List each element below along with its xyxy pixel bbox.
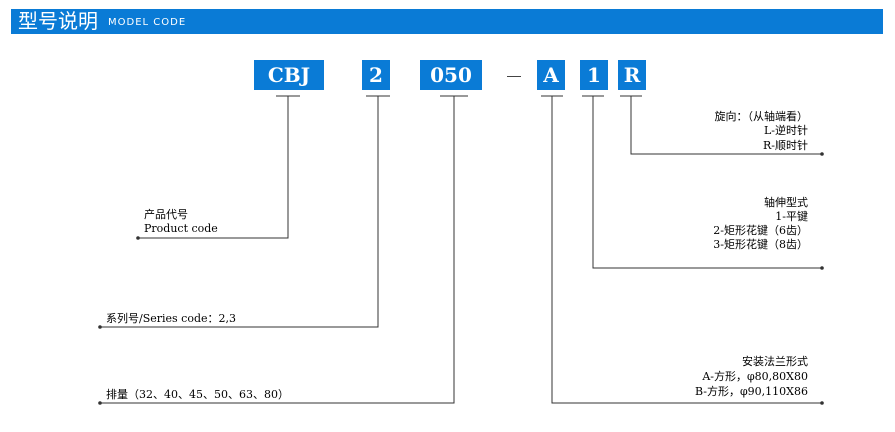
dot-flange [820,401,824,405]
label-rotation-l: L-逆时针 [763,124,808,137]
label-product-code-en: Product code [144,222,218,235]
header-title-en: MODEL CODE [108,17,187,28]
code-box-displacement: 050 [420,60,482,90]
label-rotation-title: 旋向：（从轴端看） [714,110,809,123]
leader-shaft [592,96,822,269]
dot-shaft [820,266,824,270]
label-rotation-r: R-顺时针 [763,139,808,152]
header-banner: 型号说明 MODEL CODE [11,9,883,34]
label-flange-b: B-方形，φ90,110X86 [694,385,808,398]
dot-prefix [136,236,140,240]
dot-series [98,325,102,329]
label-shaft-rect8: 3-矩形花键（8齿） [713,238,808,251]
label-series-code: 系列号/Series code：2,3 [106,312,237,325]
label-shaft-flat: 1-平键 [775,210,808,223]
label-displacement: 排量（32、40、45、50、63、80） [106,388,289,401]
leader-flange [551,96,822,404]
label-flange-a: A-方形，φ80,80X80 [702,370,808,383]
label-product-code-cn: 产品代号 [144,208,188,221]
dot-rotation [820,152,824,156]
dot-displacement [98,401,102,405]
code-box-series: 2 [362,60,390,90]
leader-rotation [630,96,822,155]
code-box-flange: A [537,60,565,90]
label-shaft-rect6: 2-矩形花键（6齿） [713,224,808,237]
label-shaft-title: 轴伸型式 [764,196,808,209]
label-flange-title: 安装法兰形式 [742,355,808,368]
code-box-shaft: 1 [580,60,608,90]
leader-series [100,96,379,328]
code-box-prefix: CBJ [254,60,324,90]
header-title-cn: 型号说明 [18,9,98,33]
leader-prefix [138,96,289,239]
code-separator [507,76,521,77]
leader-displacement [100,96,455,404]
code-box-rotation: R [618,60,646,90]
